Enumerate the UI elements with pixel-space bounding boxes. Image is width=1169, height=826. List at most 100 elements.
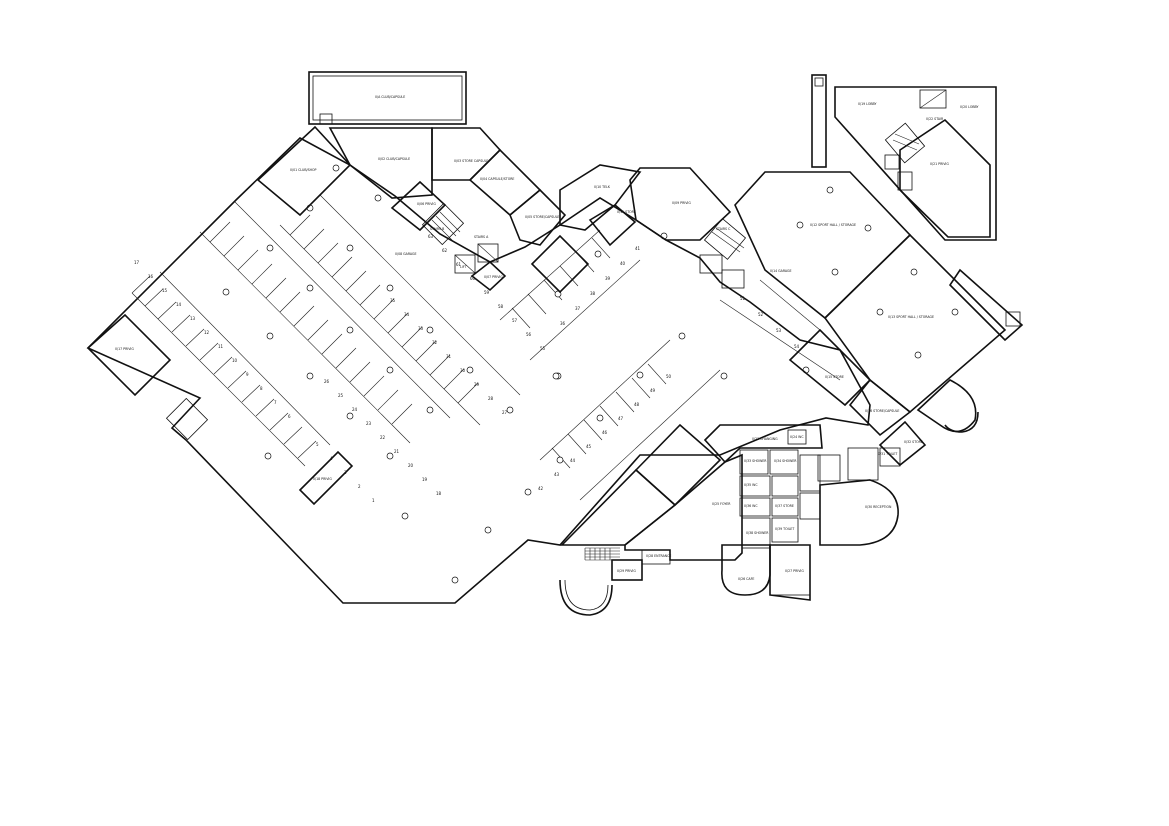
parking-numbers: 1234567891011121314151617181920212223242…	[134, 234, 800, 503]
parking-number: 60	[470, 276, 476, 281]
parking-number: 27	[502, 410, 508, 415]
label-parking: 0/08 GARAGE	[395, 252, 417, 256]
parking-number: 39	[605, 276, 611, 281]
parking-number: 34	[404, 312, 410, 317]
parking-number: 14	[176, 302, 182, 307]
label-small-room-a: 0/10 TELK	[594, 185, 611, 189]
parking-number: 5	[316, 442, 319, 447]
parking-number: 35	[390, 298, 396, 303]
yellow-lower	[560, 468, 677, 546]
parking-number: 28	[488, 396, 494, 401]
label-upper-left-room: 0/01 CLUB/SHOP	[290, 168, 317, 172]
label-right-room-b: 0/16 STORE/CAPSULE	[865, 409, 899, 413]
parking-number: 16	[148, 274, 154, 279]
parking-number: 40	[620, 261, 626, 266]
parking-number: 52	[758, 312, 764, 317]
parking-number: 56	[526, 332, 532, 337]
shaft	[811, 74, 827, 168]
parking-number: 6	[288, 414, 291, 419]
label-green-r5: 0/37 STORE	[775, 504, 794, 508]
parking-number: 49	[650, 388, 656, 393]
label-green-r3: 0/35 WC	[744, 483, 758, 487]
upper-room-d	[509, 188, 567, 246]
parking-number: 61	[456, 262, 462, 267]
parking-number: 10	[232, 358, 238, 363]
label-stair-c: STAIRS C	[716, 227, 731, 231]
pool	[899, 118, 991, 238]
top-block	[308, 71, 467, 125]
upper-room-a	[328, 127, 433, 199]
entrance-steps	[584, 547, 620, 561]
parking-number: 29	[474, 382, 480, 387]
label-right-room-a: 0/15 STORE	[825, 375, 844, 379]
pool-building	[834, 86, 997, 241]
label-yellow-hall-1: 0/12 SPORT HALL / STORAGE	[810, 223, 856, 227]
cyan-triangle	[769, 544, 811, 601]
label-yellow-upper: 0/09 PRIVIG	[672, 201, 691, 205]
label-upper-room-b: 0/03 STORE CAPSULE	[454, 159, 488, 163]
right-wing	[948, 268, 1024, 342]
parking-number: 58	[498, 304, 504, 309]
stairs-c	[699, 218, 747, 289]
parking-number: 45	[586, 444, 592, 449]
yellow-mid-room	[470, 260, 507, 292]
label-green-bottom: 0/28 ENTRANCE	[646, 554, 671, 558]
label-pool-room-a: 0/19 LOBBY	[858, 102, 877, 106]
parking-number: 23	[366, 421, 372, 426]
parking-columns	[222, 164, 810, 584]
label-upper-room-a: 0/02 CLUB/CAPSULE	[378, 157, 410, 161]
parking-number: 25	[338, 393, 344, 398]
parking-number: 50	[666, 374, 672, 379]
yellow-left-room	[390, 180, 447, 232]
label-cyan-bottom: 0/27 PRIVIG	[785, 569, 804, 573]
label-red-room: 0/18 PRIVIG	[313, 477, 332, 481]
parking-number: 15	[162, 288, 168, 293]
label-yellow-mid: 0/07 PRIVIG	[484, 275, 503, 279]
round-reception	[819, 479, 899, 546]
parking-number: 38	[590, 291, 596, 296]
green-rooms	[739, 429, 821, 549]
small-right-yellow	[878, 420, 927, 467]
upper-room-b	[431, 127, 502, 181]
right-room-b	[848, 378, 912, 437]
label-small-right-b: 0/32 STORE	[904, 440, 923, 444]
parking-number: 47	[618, 416, 624, 421]
parking-number: 63	[428, 234, 434, 239]
parking-number: 59	[484, 290, 490, 295]
parking-number: 17	[134, 260, 140, 265]
parking-number: 2	[358, 484, 361, 489]
yellow-upper-room	[629, 167, 732, 241]
lift-block	[454, 243, 499, 274]
room-labels: 0/01 CLUB/SHOP 0/02 CLUB/CAPSULE 0/03 ST…	[115, 102, 979, 581]
parking-number: 11	[218, 344, 224, 349]
label-yellow-left: 0/06 PRIVIG	[417, 202, 436, 206]
parking-number: 54	[794, 344, 800, 349]
parking-number: 43	[554, 472, 560, 477]
label-pool-stair: 0/22 STAIR	[926, 117, 944, 121]
top-block-label: 0/A CLUB/CAPSULE	[375, 95, 405, 99]
label-cyan-round: 0/26 CAFE	[738, 577, 754, 581]
parking-number: 20	[408, 463, 414, 468]
left-room	[86, 313, 172, 397]
parking-number: 33	[418, 326, 424, 331]
yellow-center-room	[530, 234, 590, 294]
parking-number: 48	[634, 402, 640, 407]
parking-number: 42	[538, 486, 544, 491]
parking-number: 36	[560, 321, 566, 326]
parking-number: 12	[204, 330, 210, 335]
label-cyan-main: 0/25 FOYER	[712, 502, 731, 506]
label-pool: 0/21 PRIVIG	[930, 162, 949, 166]
label-pool-room-b: 0/20 LOBBY	[960, 105, 979, 109]
parking-number: 46	[602, 430, 608, 435]
label-green-r4: 0/36 WC	[744, 504, 758, 508]
label-upper-room-d: 0/05 STORE/CAPSULE	[525, 215, 559, 219]
parking-number: 57	[512, 318, 518, 323]
yellow-hall-1	[734, 171, 912, 320]
parking-number: 13	[190, 316, 196, 321]
parking-number: 44	[570, 458, 576, 463]
parking-number: 22	[380, 435, 386, 440]
label-stair-a: STAIRS A	[474, 235, 489, 239]
yellow-hall-2	[823, 233, 1007, 414]
label-green-r6: 0/38 SHOWER	[746, 531, 769, 535]
green-top	[703, 424, 823, 464]
